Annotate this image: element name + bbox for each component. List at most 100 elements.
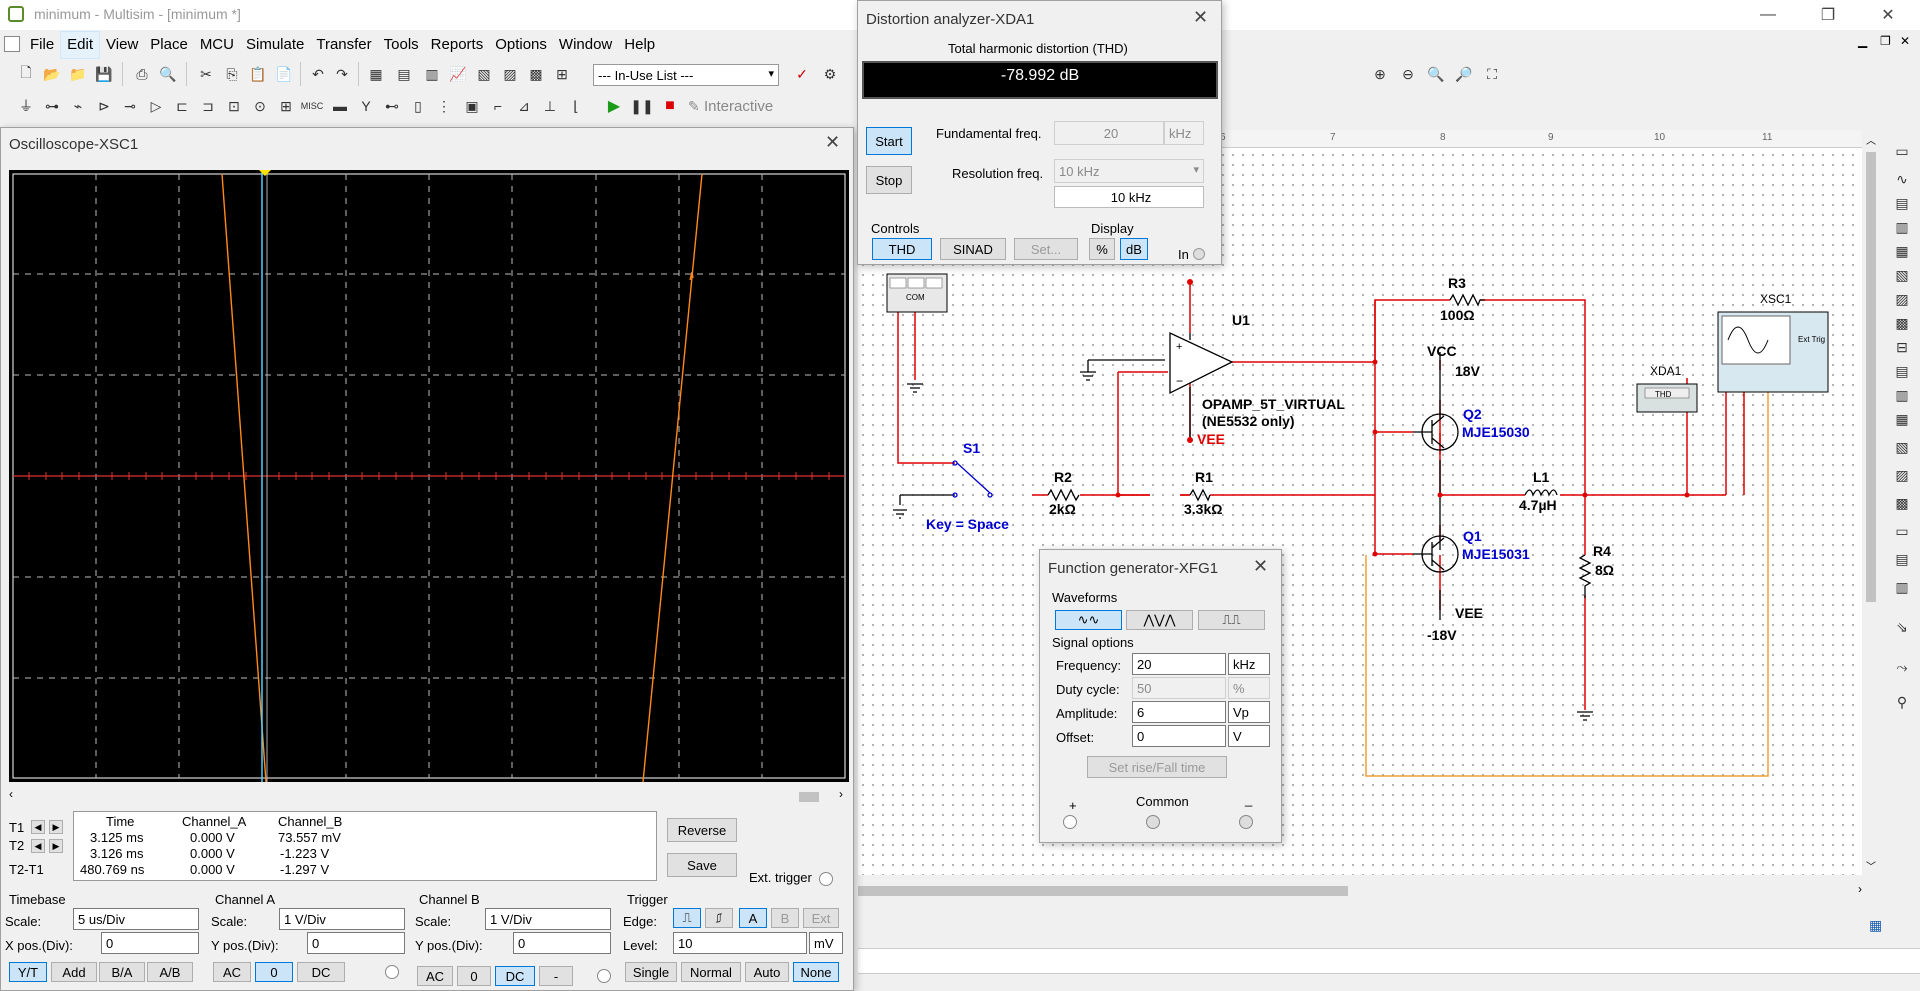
ground-tool-icon[interactable]: ⏚ (19, 98, 33, 114)
cut-icon[interactable]: ✂ (200, 65, 212, 82)
advanced-tool-icon[interactable]: ▬ (333, 98, 347, 114)
amplitude-unit[interactable]: Vp (1228, 701, 1270, 723)
minus-terminal[interactable] (1239, 815, 1253, 829)
new-file-icon[interactable]: 🗋 (20, 64, 32, 80)
mdi-restore-icon[interactable]: ❐ (1880, 34, 1891, 48)
vertical-scrollbar[interactable]: ︿ ﹀ (1862, 130, 1880, 875)
channel-b-terminal[interactable] (597, 969, 611, 983)
channel-a-ac-button[interactable]: AC (213, 962, 251, 982)
menu-simulate[interactable]: Simulate (245, 36, 305, 53)
spreadsheet-toggle-icon[interactable]: ▦ (1869, 917, 1883, 933)
menu-reports[interactable]: Reports (430, 36, 484, 53)
opamp-u1[interactable]: + − (1169, 331, 1234, 440)
ttl-tool-icon[interactable]: ⊏ (176, 97, 188, 114)
scroll-left-icon[interactable]: ‹ (9, 787, 13, 801)
oscilloscope-close-icon[interactable]: ✕ (825, 132, 841, 152)
postprocessor-icon[interactable]: ▧ (477, 65, 491, 82)
in-use-list-select[interactable]: --- In-Use List --- ▾ (593, 64, 779, 86)
menu-place[interactable]: Place (150, 36, 188, 53)
fundamental-freq-unit[interactable]: kHz (1164, 121, 1204, 145)
hierarchy-tool-icon[interactable]: ⊿ (518, 97, 530, 114)
set-button[interactable]: Set... (1014, 238, 1078, 260)
duty-cycle-input[interactable]: 50 (1132, 677, 1226, 699)
scope-h-scrollbar[interactable]: ‹ › (9, 787, 849, 804)
word-generator-icon[interactable]: ▩ (1895, 314, 1909, 331)
close-button[interactable]: ✕ (1881, 7, 1895, 24)
t2-right-button[interactable]: ▶ (49, 839, 63, 853)
trigger-single-button[interactable]: Single (625, 962, 677, 982)
sine-wave-button[interactable]: ∿∿ (1055, 610, 1122, 630)
zoom-area-icon[interactable]: ⊕ (1374, 65, 1386, 82)
function-generator-symbol[interactable]: COM (886, 273, 948, 313)
channel-a-zero-button[interactable]: 0 (255, 962, 293, 982)
menu-view[interactable]: View (106, 36, 139, 53)
save-icon[interactable]: 💾 (95, 65, 113, 82)
rf-tool-icon[interactable]: Y (361, 98, 371, 114)
electromech-tool-icon[interactable]: ⊷ (385, 97, 399, 114)
print-preview-icon[interactable]: 🔍 (159, 65, 177, 82)
scroll-down-icon[interactable]: ﹀ (1866, 862, 1876, 873)
function-generator-icon[interactable]: ∿ (1896, 170, 1908, 187)
save-button[interactable]: Save (667, 853, 737, 877)
menu-transfer[interactable]: Transfer (316, 36, 372, 53)
level-input[interactable]: 10 (673, 932, 807, 954)
open-sample-icon[interactable]: 📁 (69, 65, 87, 82)
resolution-freq-select[interactable]: 10 kHz ▾ (1054, 159, 1204, 183)
trigger-none-button[interactable]: None (793, 962, 839, 982)
channel-b-ypos-input[interactable]: 0 (513, 932, 611, 954)
oscilloscope-icon[interactable]: ▥ (1895, 218, 1909, 235)
percent-display-button[interactable]: % (1089, 238, 1115, 260)
menu-file[interactable]: File (30, 36, 55, 53)
amplitude-input[interactable]: 6 (1132, 701, 1226, 723)
channel-b-zero-button[interactable]: 0 (457, 966, 491, 986)
back-annotate-icon[interactable]: ⊞ (556, 65, 568, 82)
zoom-fit-icon[interactable]: 🔎 (1455, 65, 1473, 82)
level-unit[interactable]: mV (809, 932, 843, 954)
channel-b-dc-button[interactable]: DC (495, 966, 535, 986)
trigger-auto-button[interactable]: Auto (745, 962, 789, 982)
scope-screen[interactable] (9, 170, 849, 782)
current-probe-icon[interactable]: ⚲ (1896, 693, 1908, 710)
trigger-source-a-button[interactable]: A (739, 908, 767, 928)
trigger-normal-button[interactable]: Normal (681, 962, 741, 982)
x-pos-input[interactable]: 0 (101, 932, 199, 954)
falling-edge-button[interactable]: ⎎ (705, 908, 733, 928)
thd-stop-button[interactable]: Stop (866, 166, 912, 194)
channel-b-scale-input[interactable]: 1 V/Div (485, 908, 611, 930)
frequency-input[interactable]: 20 (1132, 653, 1226, 675)
scroll-right-icon[interactable]: › (839, 787, 843, 801)
add-button[interactable]: Add (51, 962, 97, 982)
bode-plotter-icon[interactable]: ▧ (1895, 266, 1909, 283)
agilent-mm-icon[interactable]: ▭ (1895, 522, 1909, 539)
analysis-icon[interactable]: 📈 (449, 65, 467, 82)
menu-window[interactable]: Window (558, 36, 613, 53)
scroll-right-icon[interactable]: › (1858, 882, 1862, 896)
labview-icon[interactable]: ⇘ (1896, 618, 1908, 635)
zoom-out-icon[interactable]: ⊖ (1402, 65, 1414, 82)
analog-tool-icon[interactable]: ▷ (150, 97, 162, 114)
switch-s1[interactable] (952, 460, 993, 498)
thd-mode-button[interactable]: THD (872, 238, 932, 260)
multimeter-icon[interactable]: ▭ (1895, 142, 1909, 159)
channel-b-ac-button[interactable]: AC (417, 966, 453, 986)
mdi-minimize-icon[interactable]: ▁ (1858, 34, 1868, 48)
scope-scroll-thumb[interactable] (799, 792, 819, 802)
junction-tool-icon[interactable]: ⊥ (543, 97, 557, 114)
menu-mcu[interactable]: MCU (199, 36, 234, 53)
t2-left-button[interactable]: ◀ (31, 839, 45, 853)
offset-input[interactable]: 0 (1132, 725, 1226, 747)
spectrum-analyzer-icon[interactable]: ▧ (1895, 438, 1909, 455)
agilent-scope-icon[interactable]: ▤ (1895, 550, 1909, 567)
undo-icon[interactable]: ↶ (312, 65, 324, 82)
scope-xsc1-symbol[interactable]: Ext Trig (1717, 311, 1829, 393)
db-display-button[interactable]: dB (1120, 238, 1148, 260)
wattmeter-icon[interactable]: ▤ (1895, 194, 1909, 211)
iv-analyzer-icon[interactable]: ▥ (1895, 386, 1909, 403)
component-wizard-icon[interactable]: ⚙ (823, 65, 837, 82)
layout-icon[interactable]: ▩ (529, 65, 543, 82)
design-toolbox-icon[interactable]: ▦ (369, 65, 383, 82)
ba-button[interactable]: B/A (99, 962, 145, 982)
channel-a-scale-input[interactable]: 1 V/Div (279, 908, 405, 930)
horizontal-scroll-thumb[interactable] (858, 886, 1348, 896)
trigger-source-ext-button[interactable]: Ext (803, 908, 839, 928)
